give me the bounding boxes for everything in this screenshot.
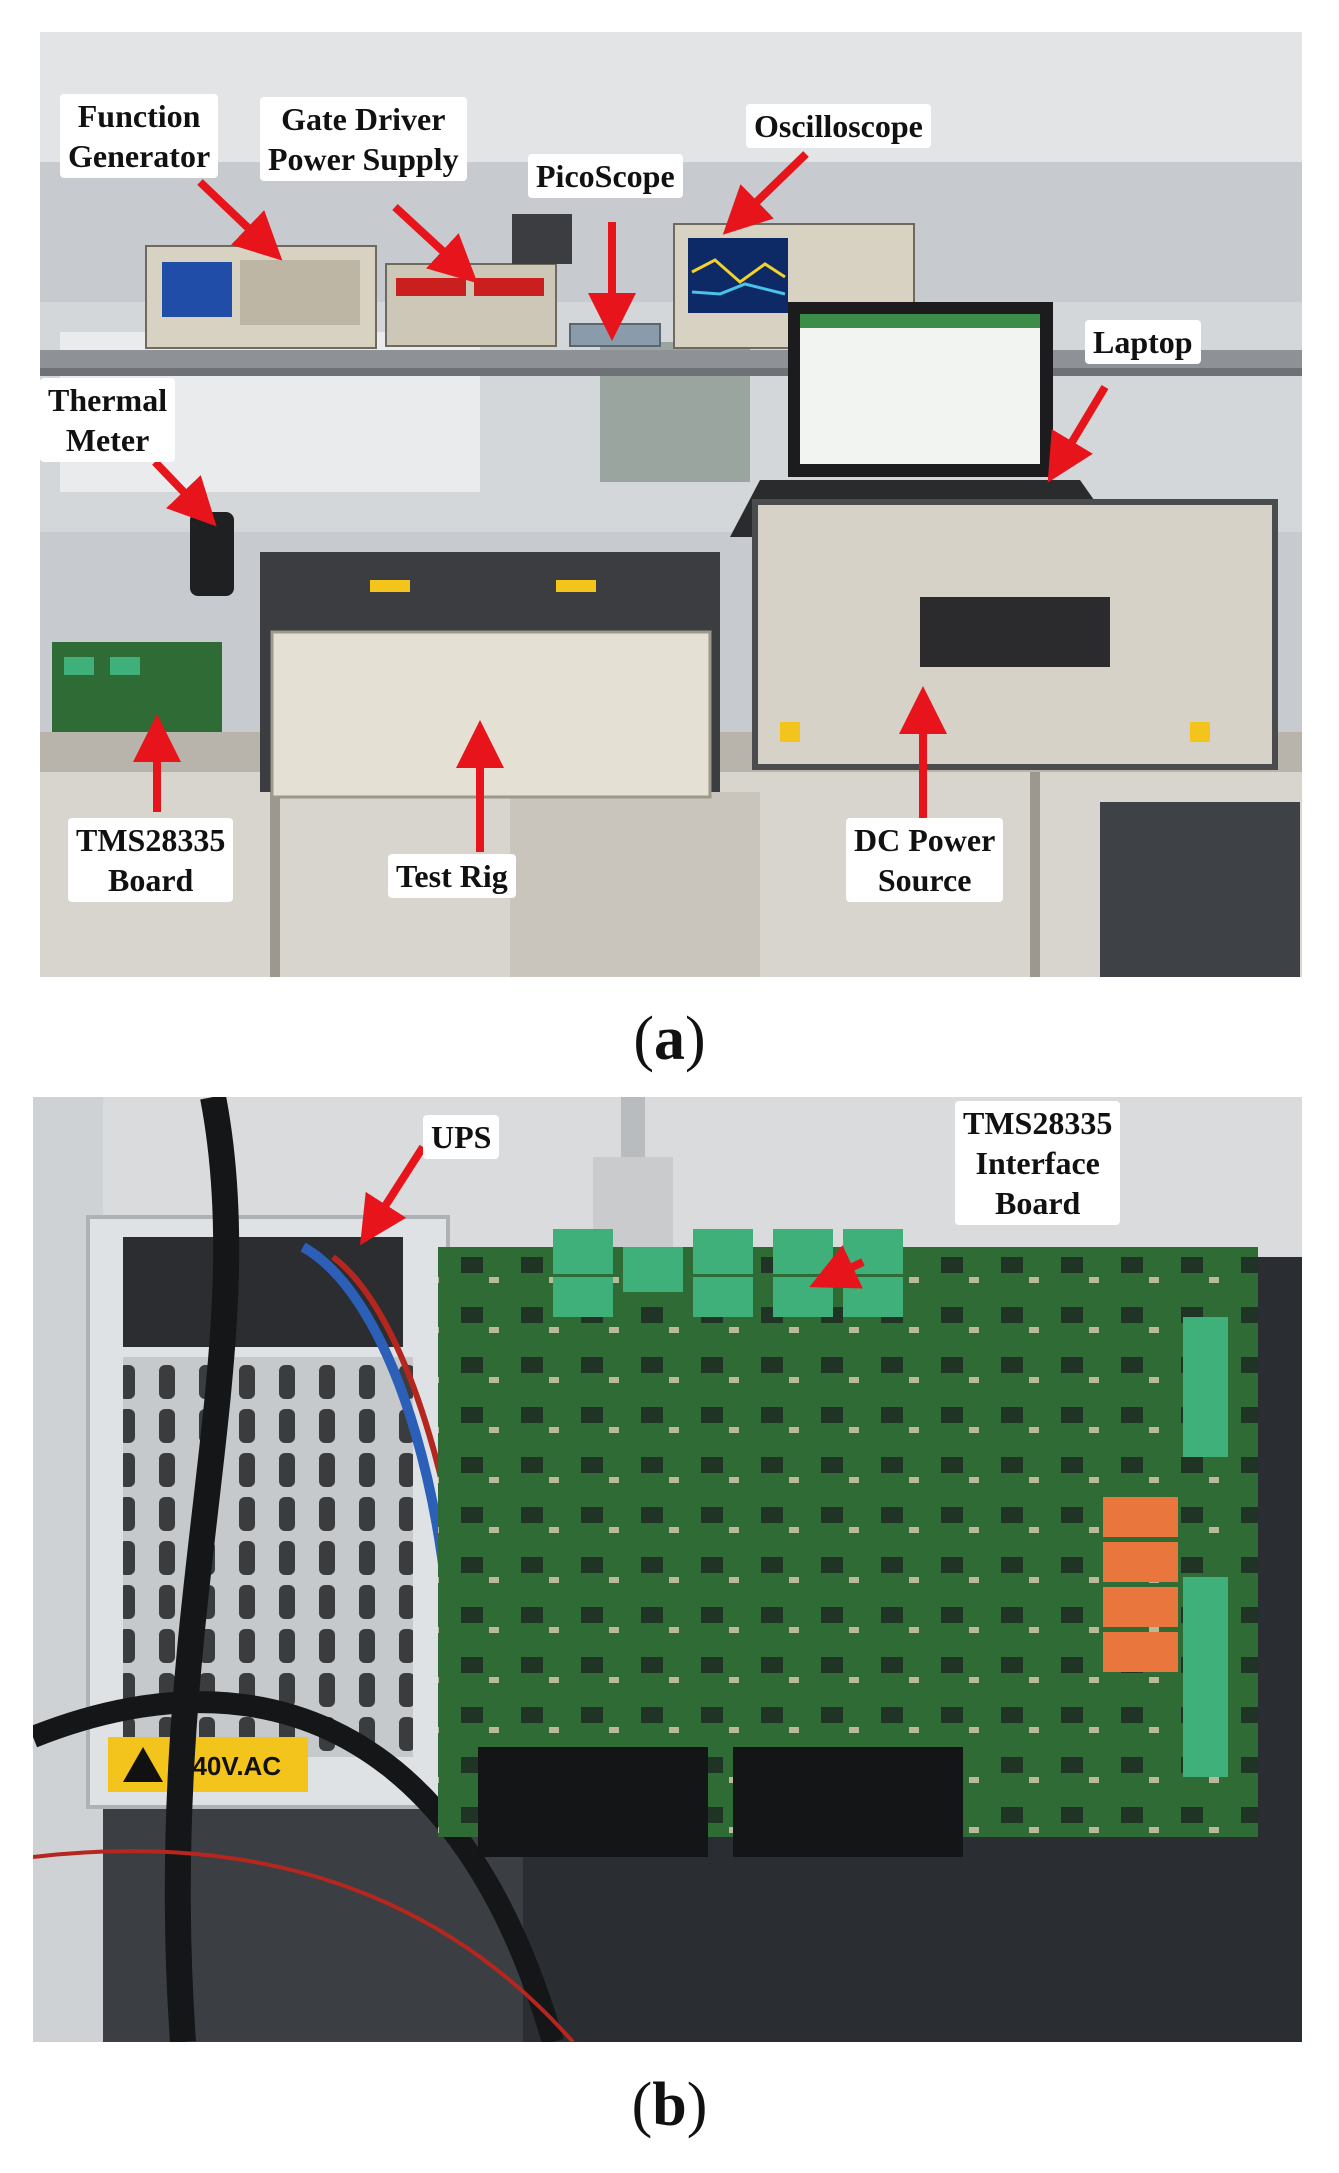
- label-gate-driver-power-supply: Gate Driver Power Supply: [260, 97, 467, 181]
- label-function-generator: Function Generator: [60, 94, 219, 178]
- label-line: Meter: [65, 422, 150, 458]
- label-line: Board: [108, 862, 194, 898]
- label-line: Power Supply: [268, 141, 459, 177]
- label-line: Function: [77, 98, 201, 134]
- label-tms28335-interface-board: TMS28335 Interface Board: [955, 1101, 1121, 1225]
- label-line: Board: [995, 1185, 1081, 1221]
- caption-paren: ): [686, 2071, 708, 2139]
- label-oscilloscope: Oscilloscope: [746, 104, 931, 148]
- label-line: Thermal: [48, 382, 168, 418]
- hardware-detail-image: 240V.AC: [33, 1097, 1302, 2042]
- label-picoscope: PicoScope: [528, 154, 683, 198]
- hardware-detail-photo: 240V.AC UPS: [33, 1097, 1302, 2042]
- label-line: PicoScope: [536, 158, 675, 194]
- label-line: Laptop: [1093, 324, 1193, 360]
- label-line: TMS28335: [963, 1105, 1113, 1141]
- caption-paren: ): [685, 1005, 706, 1073]
- label-dc-power-source: DC Power Source: [846, 818, 1004, 902]
- label-line: Generator: [68, 138, 211, 174]
- label-line: DC Power: [854, 822, 996, 858]
- caption-paren: (: [633, 1005, 654, 1073]
- warning-sticker-text: 240V.AC: [178, 1751, 281, 1781]
- label-tms28335-board: TMS28335 Board: [68, 818, 234, 902]
- caption-letter: a: [654, 1005, 685, 1073]
- label-line: Oscilloscope: [754, 108, 923, 144]
- label-line: Interface: [975, 1145, 1100, 1181]
- label-ups: UPS: [423, 1115, 500, 1159]
- label-laptop: Laptop: [1085, 320, 1201, 364]
- lab-setup-photo: Function Generator Gate Driver Power Sup…: [40, 32, 1302, 977]
- label-line: Gate Driver: [281, 101, 446, 137]
- caption-letter: b: [652, 2071, 687, 2139]
- label-line: TMS28335: [76, 822, 226, 858]
- caption-a: (a): [0, 1004, 1339, 1075]
- label-test-rig: Test Rig: [388, 854, 516, 898]
- caption-b: (b): [0, 2070, 1339, 2141]
- label-line: Test Rig: [396, 858, 508, 894]
- label-line: UPS: [431, 1119, 492, 1155]
- caption-paren: (: [631, 2071, 653, 2139]
- label-thermal-meter: Thermal Meter: [40, 378, 176, 462]
- label-line: Source: [877, 862, 972, 898]
